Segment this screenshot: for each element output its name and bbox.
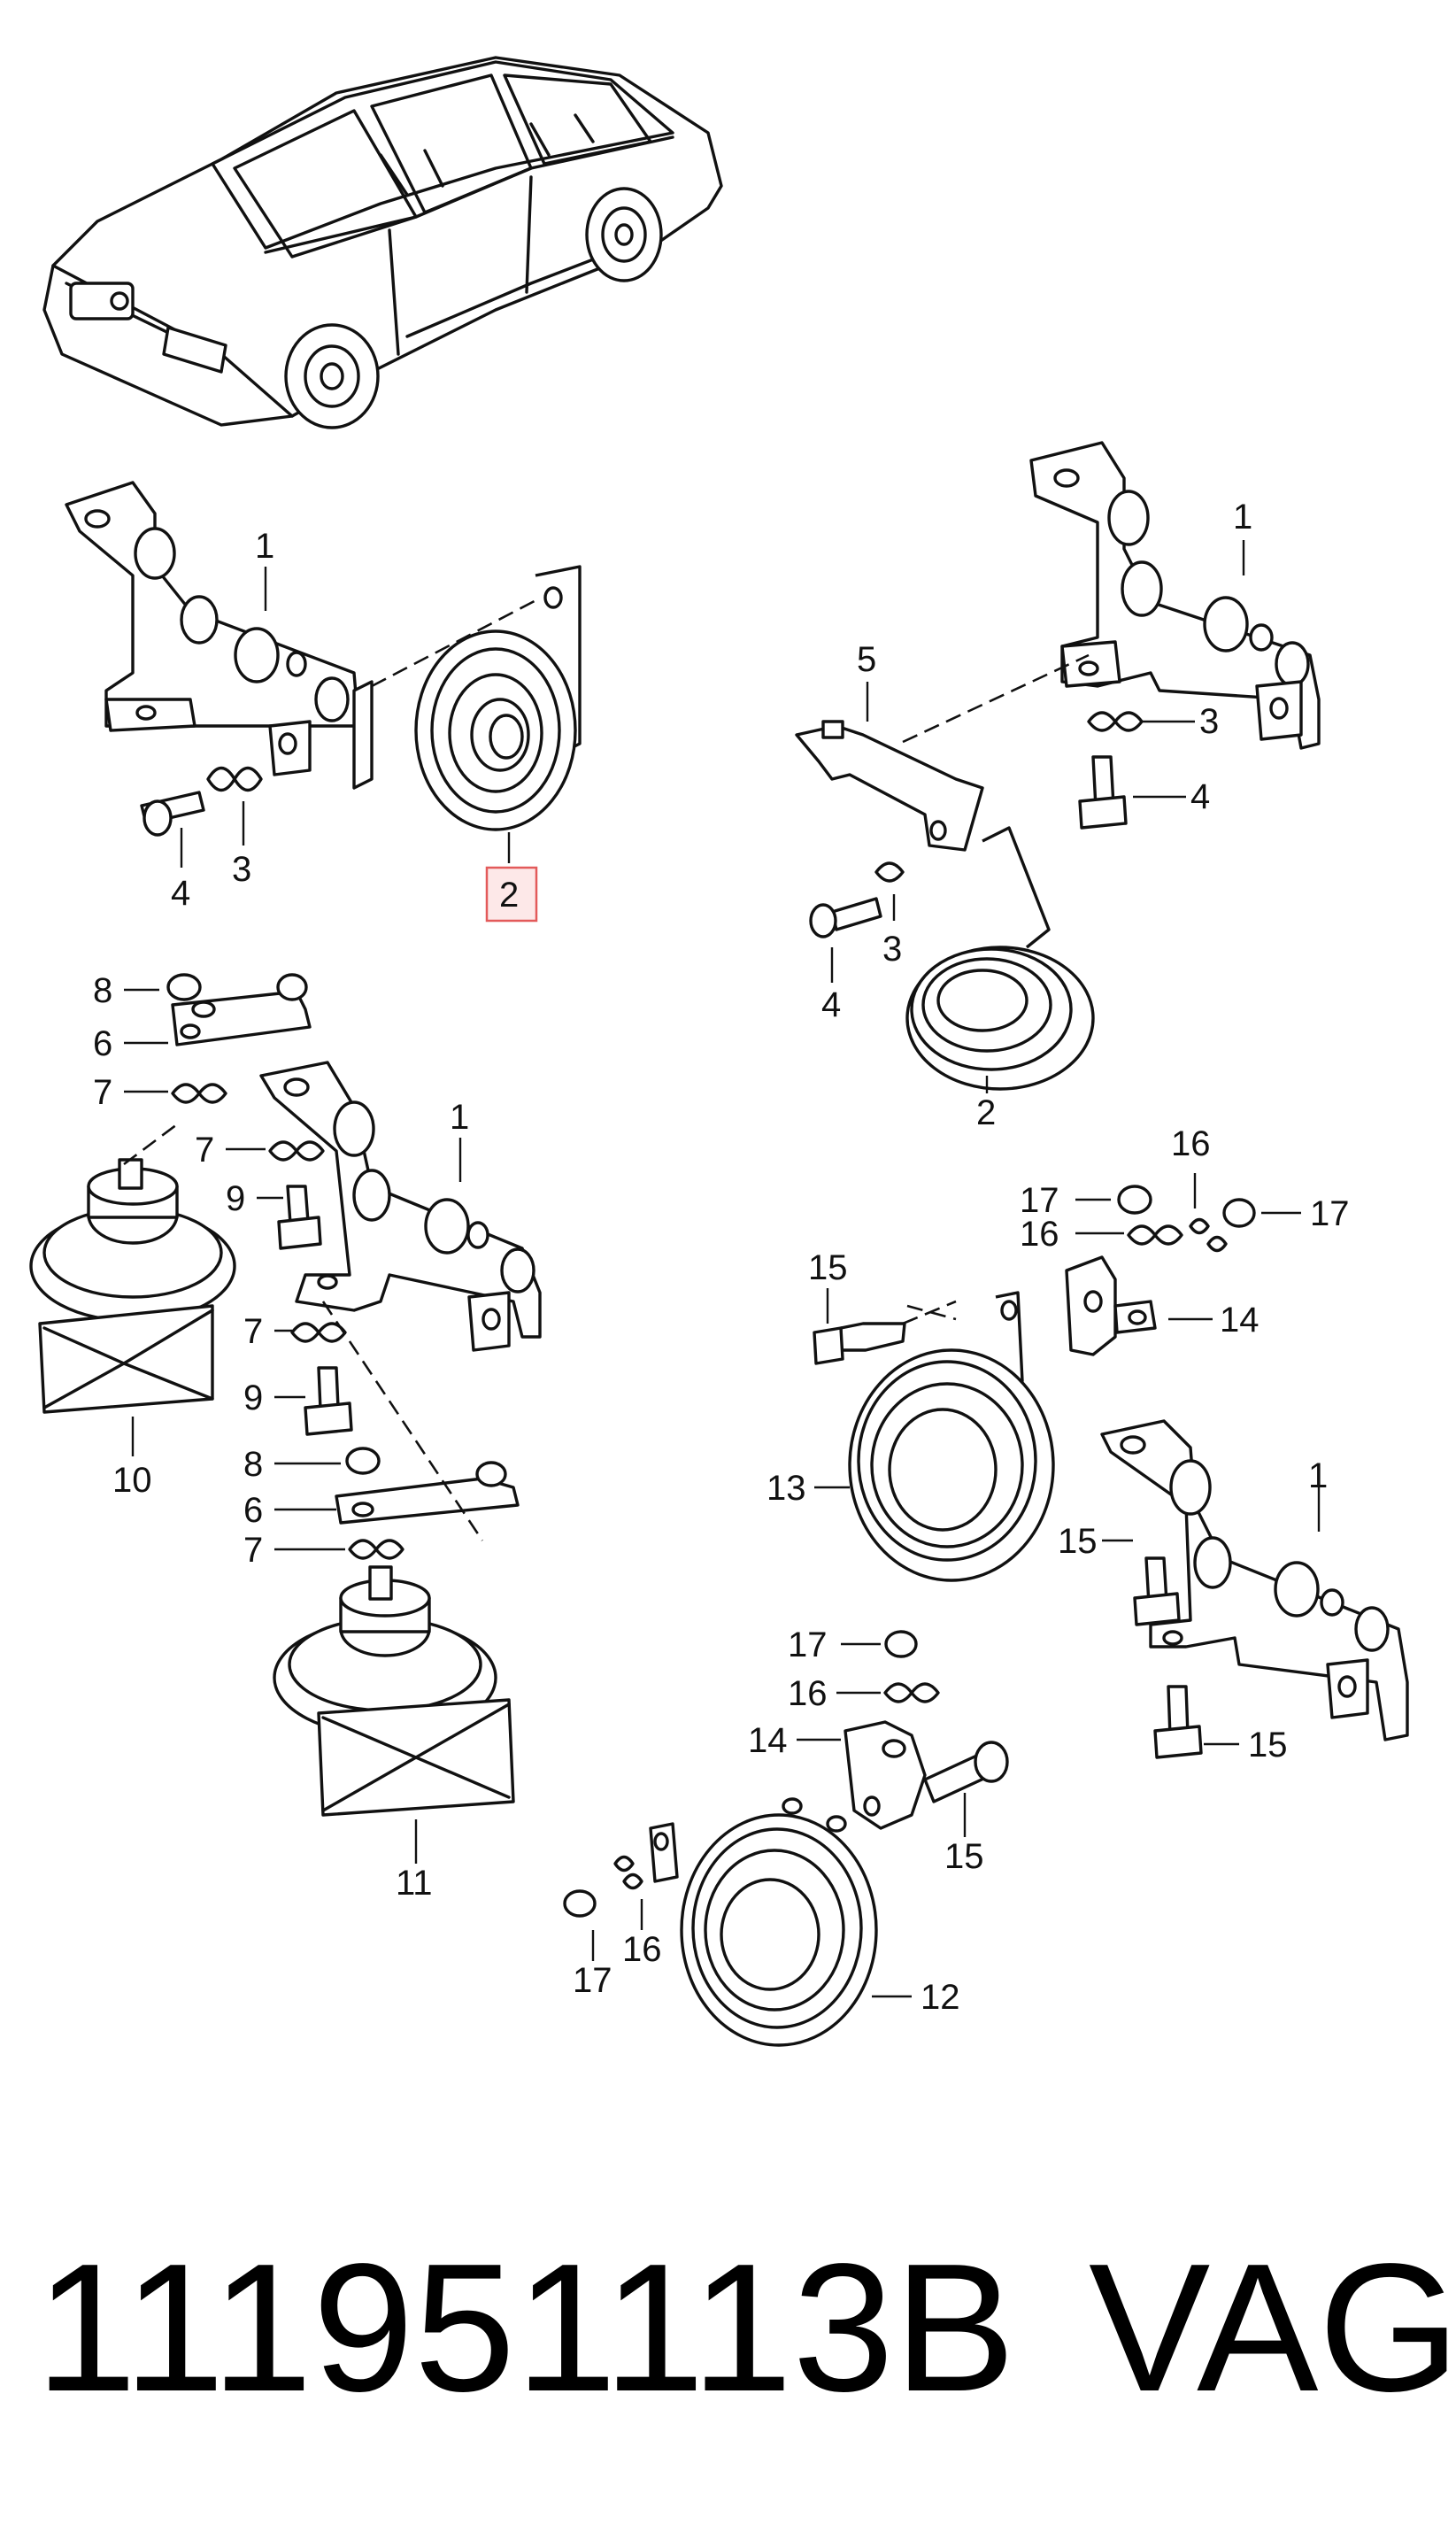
callout-c9b: 9	[243, 1378, 263, 1417]
brand-label: VAG	[1089, 2226, 1456, 2429]
callout-c8a: 8	[93, 971, 112, 1010]
callout-d12: 12	[921, 1978, 960, 2017]
callout-b4a: 4	[1190, 777, 1210, 816]
highlighted-part-box	[485, 866, 538, 923]
assembly-d-round-horns	[563, 1173, 1409, 2047]
callout-d15c: 15	[1248, 1726, 1288, 1764]
callout-d14a: 14	[1220, 1301, 1260, 1340]
callout-a2: 2	[499, 876, 519, 915]
car-illustration	[42, 56, 723, 429]
callout-d17b: 17	[1310, 1194, 1350, 1233]
callout-c1: 1	[450, 1098, 469, 1137]
callout-c9a: 9	[226, 1179, 245, 1218]
callout-d1: 1	[1308, 1456, 1328, 1495]
callout-d15d: 15	[944, 1837, 984, 1876]
callout-c6b: 6	[243, 1491, 263, 1530]
callout-b2: 2	[976, 1093, 996, 1132]
callout-d14b: 14	[748, 1721, 788, 1760]
callout-c7d: 7	[243, 1531, 263, 1570]
callout-d15a: 15	[808, 1248, 848, 1287]
callout-d16d: 16	[622, 1930, 662, 1969]
callout-c10: 10	[112, 1461, 152, 1500]
callout-b3b: 3	[882, 930, 902, 969]
footer: 111951113B VAG	[35, 2226, 1456, 2429]
callout-a3: 3	[232, 850, 251, 889]
callout-c7b: 7	[195, 1131, 214, 1170]
callout-a1: 1	[255, 527, 274, 566]
callout-c6a: 6	[93, 1024, 112, 1063]
callout-c11: 11	[396, 1864, 433, 1903]
callout-b3a: 3	[1199, 702, 1219, 741]
callout-d16a: 16	[1171, 1124, 1211, 1163]
assembly-a-horn-bracket	[65, 481, 582, 868]
callout-labels: 1 2 3 4 1 5 3 4 3 4 2 8 6 7 7 9 1 10 7 9…	[93, 498, 1350, 2017]
callout-b4b: 4	[821, 985, 841, 1024]
callout-c8b: 8	[243, 1445, 263, 1484]
callout-d17c: 17	[788, 1625, 828, 1664]
callout-b5: 5	[857, 640, 876, 679]
assembly-c-twin-horn	[29, 973, 542, 1864]
callout-d17a: 17	[1020, 1181, 1059, 1220]
callout-d16b: 16	[1020, 1215, 1059, 1254]
callout-d16c: 16	[788, 1674, 828, 1713]
part-number: 111951113B	[35, 2226, 1015, 2429]
assembly-b-horn-bracket	[795, 441, 1321, 1093]
callout-d15b: 15	[1058, 1522, 1098, 1561]
callout-d17d: 17	[573, 1961, 612, 2000]
callout-d13: 13	[767, 1469, 806, 1508]
callout-c7c: 7	[243, 1312, 263, 1351]
callout-b1: 1	[1233, 498, 1252, 537]
callout-a4: 4	[171, 874, 190, 913]
callout-c7a: 7	[93, 1073, 112, 1112]
